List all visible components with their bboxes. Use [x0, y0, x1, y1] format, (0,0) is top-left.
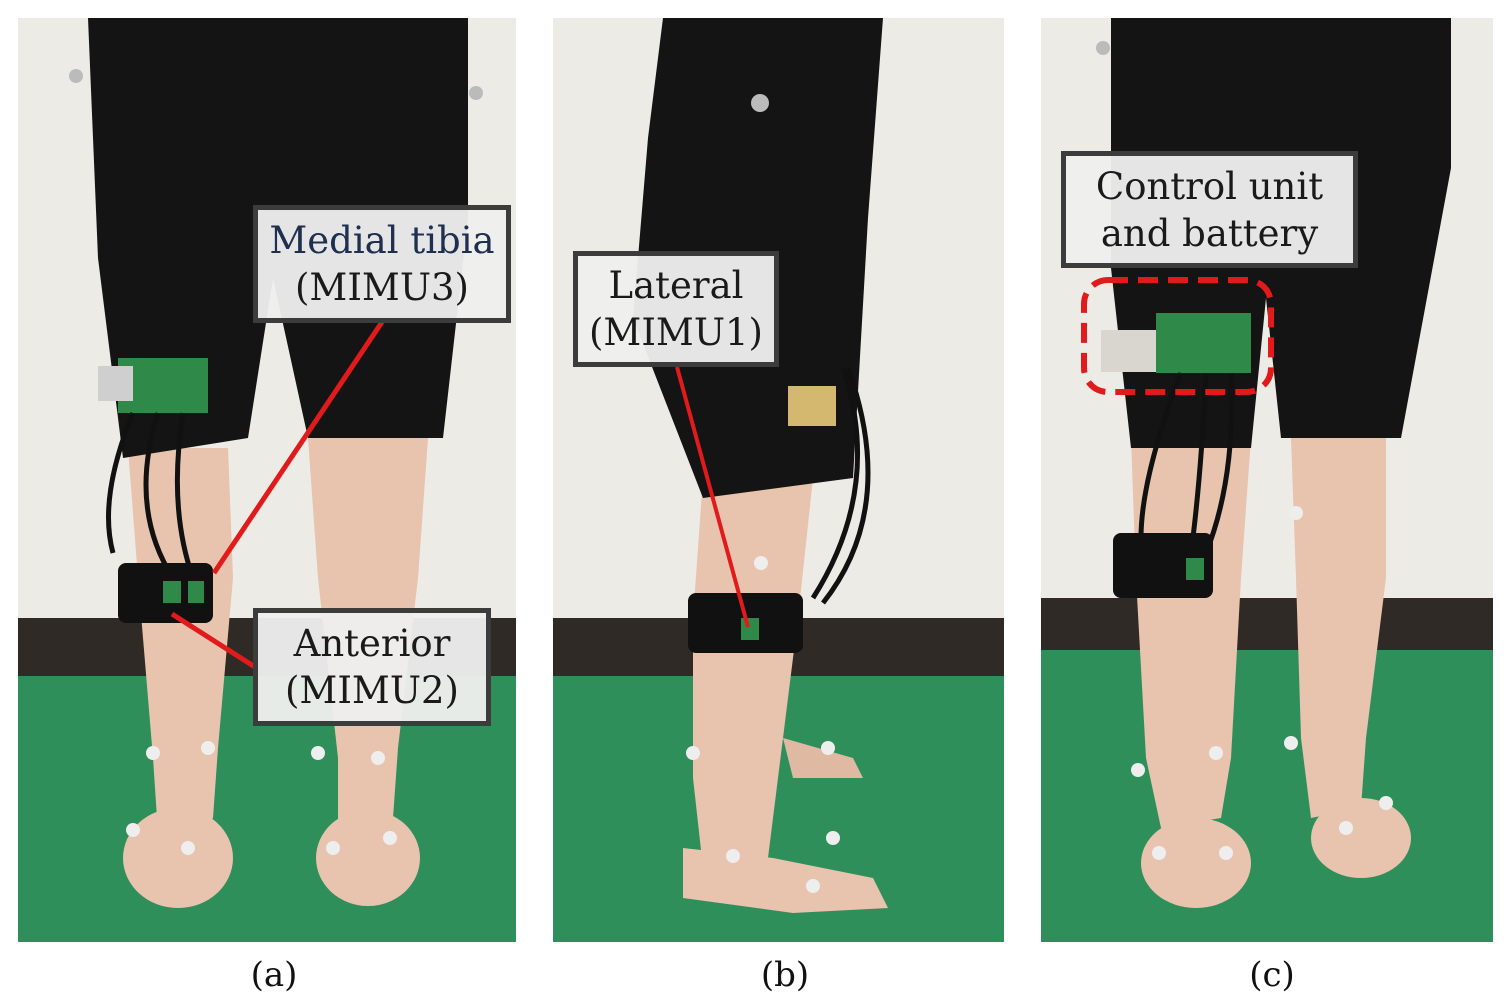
callout-anterior: Anterior (MIMU2) [253, 608, 491, 726]
callout-control-unit-battery: Control unit and battery [1061, 151, 1358, 268]
callout-line-1: Lateral [608, 264, 744, 307]
callout-line-1: Control unit [1095, 164, 1324, 208]
callout-line-2: (MIMU2) [285, 669, 459, 712]
callout-line-1: Anterior [293, 622, 451, 665]
caption-panel-c: (c) [1249, 955, 1295, 995]
caption-panel-b: (b) [760, 955, 810, 995]
callout-line-2: (MIMU1) [589, 311, 763, 354]
callout-line-2: and battery [1100, 211, 1319, 255]
callout-lateral: Lateral (MIMU1) [573, 251, 779, 367]
photo-lateral-view [553, 18, 1004, 942]
callout-line-1: Medial tibia [269, 219, 495, 262]
photo-front-view [18, 18, 516, 942]
callout-medial-tibia: Medial tibia (MIMU3) [253, 205, 511, 323]
caption-panel-a: (a) [250, 955, 298, 995]
callout-line-2: (MIMU3) [295, 266, 469, 309]
